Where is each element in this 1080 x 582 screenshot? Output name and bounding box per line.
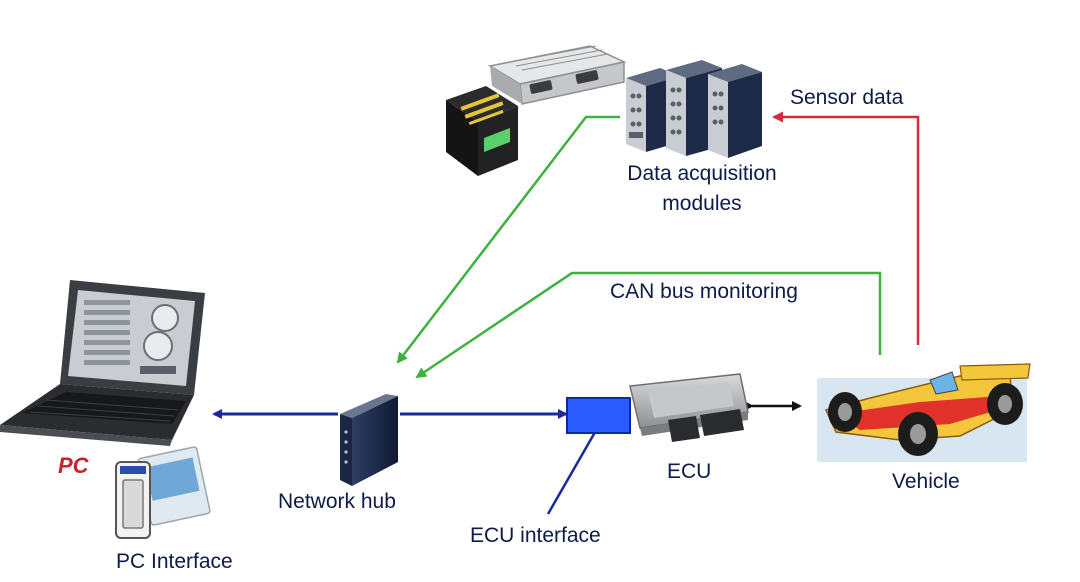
pc-label: PC bbox=[58, 453, 89, 478]
race-car-icon bbox=[817, 363, 1031, 462]
daq-to-hub-arrow bbox=[396, 115, 620, 364]
connectors bbox=[212, 111, 920, 515]
daq-gateway-icon bbox=[487, 45, 627, 105]
vehicle-label: Vehicle bbox=[892, 470, 960, 493]
daq-module-stack-icon bbox=[626, 60, 762, 158]
daq-logger-icon bbox=[446, 86, 518, 176]
laptop-icon bbox=[0, 280, 205, 446]
network-hub-icon bbox=[340, 394, 398, 486]
ecu-interface-label: ECU interface bbox=[470, 524, 601, 547]
daq-label-line2: modules bbox=[662, 192, 742, 215]
sensor-data-arrow bbox=[772, 111, 920, 345]
can-bus-label: CAN bus monitoring bbox=[610, 280, 798, 303]
ecu-module-icon bbox=[629, 373, 749, 442]
ecu-interface-pointer bbox=[546, 418, 604, 515]
ecu-interface-box-icon bbox=[566, 397, 631, 434]
network-hub-label: Network hub bbox=[278, 490, 396, 513]
can-bus-arrow bbox=[415, 271, 882, 379]
daq-label-line1: Data acquisition bbox=[627, 162, 777, 185]
pc-interface-label: PC Interface bbox=[116, 550, 233, 573]
ecu-label: ECU bbox=[667, 460, 712, 483]
pc-interface-card-icon bbox=[115, 446, 211, 539]
sensor-data-label: Sensor data bbox=[790, 86, 904, 109]
